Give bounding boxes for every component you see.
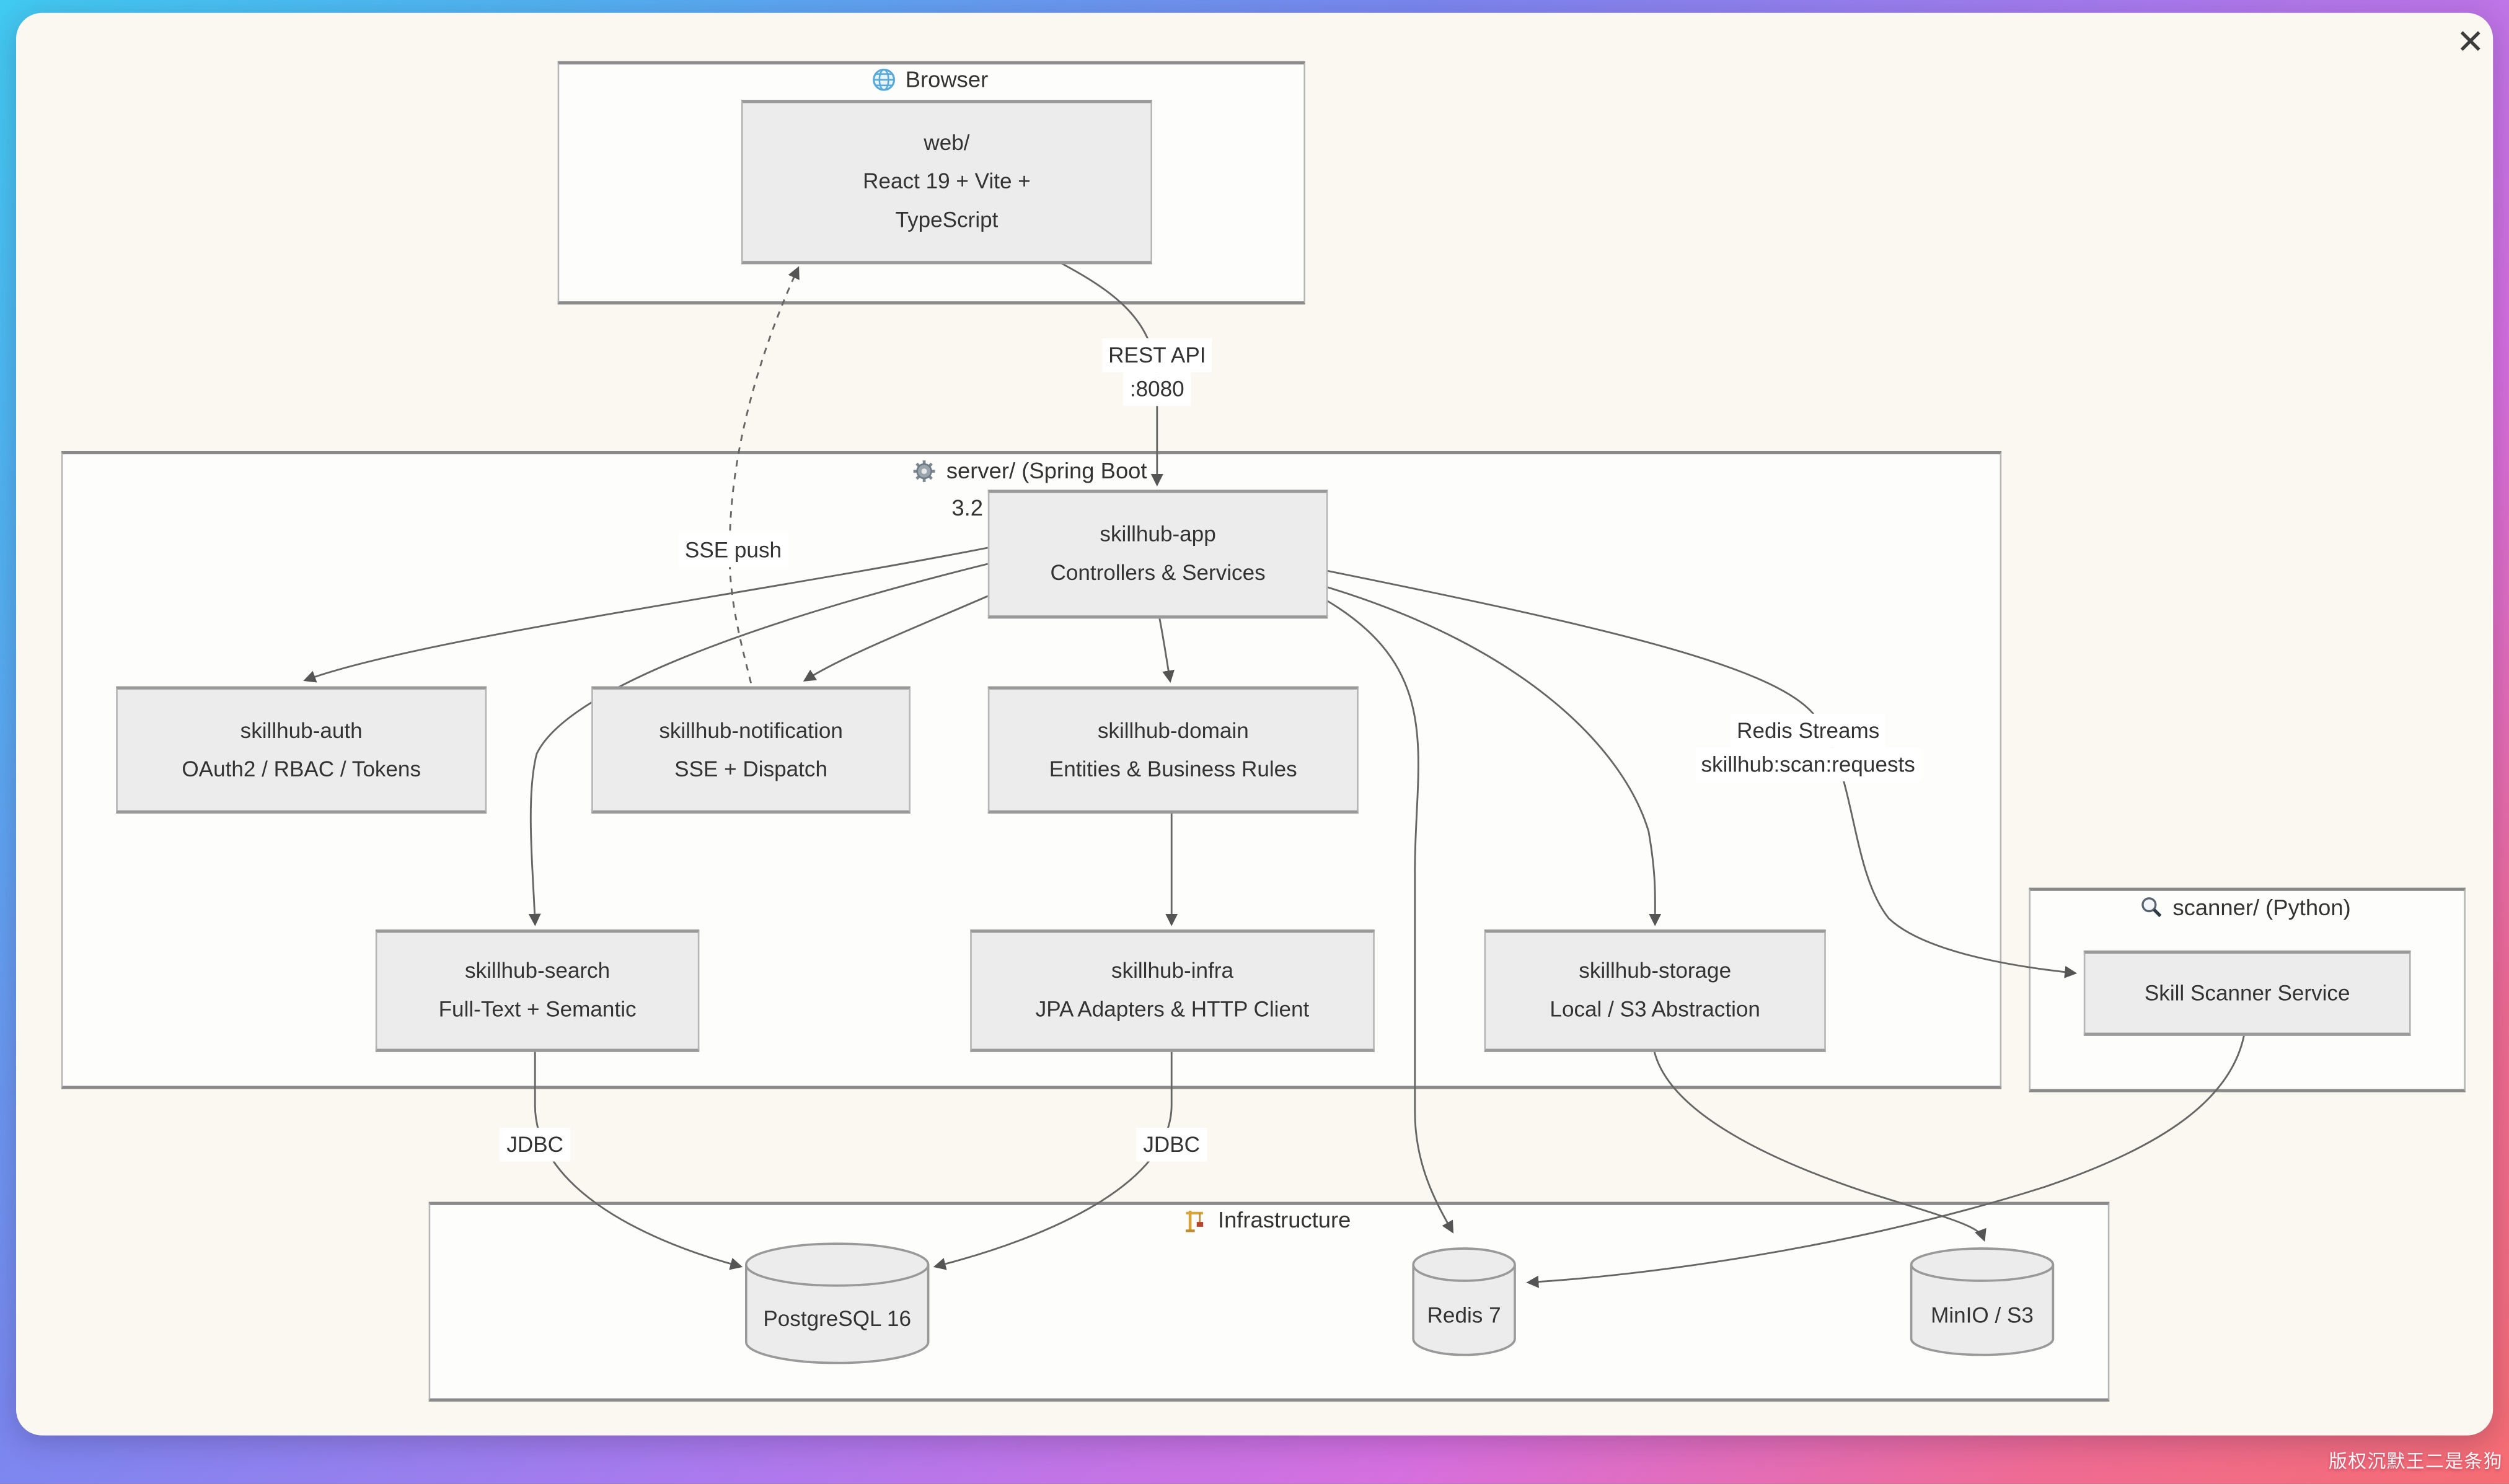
node-auth-line2: OAuth2 / RBAC / Tokens — [182, 756, 421, 781]
edge-storage-to-minio — [1652, 1047, 1986, 1242]
sse-push-label: SSE push — [678, 533, 788, 568]
node-skillhub-notification: skillhub-notification SSE + Dispatch — [591, 686, 911, 814]
edge-app-to-search — [528, 563, 989, 926]
node-app-line2: Controllers & Services — [1050, 560, 1266, 585]
node-scanner-service-line1: Skill Scanner Service — [2144, 980, 2350, 1005]
node-infra-line2: JPA Adapters & HTTP Client — [1035, 997, 1310, 1022]
node-web-line3: TypeScript — [895, 208, 999, 232]
node-auth-line1: skillhub-auth — [240, 718, 363, 742]
edge-app-to-auth — [303, 547, 989, 683]
jdbc-left-label: JDBC — [500, 1127, 570, 1162]
edge-app-to-storage — [1324, 586, 1662, 926]
redis-streams-label-line1: Redis Streams — [1730, 713, 1886, 748]
edge-label-redis-streams: Redis Streams skillhub:scan:requests — [1668, 713, 1948, 781]
db-redis-label: Redis 7 — [1427, 1304, 1501, 1328]
redis-streams-label-line2: skillhub:scan:requests — [1695, 747, 1922, 781]
rest-api-label-line1: REST API — [1101, 338, 1212, 372]
edge-scanner-service-to-redis — [1526, 1030, 2246, 1288]
edge-label-sse-push: SSE push — [666, 533, 801, 568]
node-skillhub-infra: skillhub-infra JPA Adapters & HTTP Clien… — [970, 929, 1375, 1052]
edge-notification-to-web-sse — [728, 266, 800, 683]
node-domain-line2: Entities & Business Rules — [1049, 756, 1297, 781]
node-skillhub-storage: skillhub-storage Local / S3 Abstraction — [1484, 929, 1826, 1052]
crane-icon — [1184, 1208, 1208, 1232]
edge-app-to-notification — [803, 595, 989, 682]
magnifier-icon — [2140, 896, 2163, 918]
watermark-text: 版权沉默王二是条狗 — [2328, 1453, 2503, 1473]
scanner-container-label: scanner/ (Python) — [2029, 894, 2462, 920]
globe-icon — [871, 67, 896, 91]
node-storage-line2: Local / S3 Abstraction — [1550, 997, 1760, 1022]
server-container-label-line2: 3.2 — [902, 494, 983, 520]
browser-container-label: Browser — [558, 66, 1302, 92]
node-web: web/ React 19 + Vite + TypeScript — [741, 100, 1152, 265]
gear-icon — [912, 459, 937, 483]
db-minio: MinIO / S3 — [1910, 1247, 2055, 1356]
node-skillhub-search: skillhub-search Full-Text + Semantic — [375, 929, 700, 1052]
node-skill-scanner-service: Skill Scanner Service — [2083, 951, 2411, 1036]
db-minio-label: MinIO / S3 — [1931, 1304, 2034, 1328]
node-web-line1: web/ — [924, 130, 970, 155]
edge-label-rest-api: REST API :8080 — [1069, 338, 1246, 406]
server-container-label: server/ (Spring Boot — [61, 457, 1998, 483]
close-button[interactable]: ✕ — [2446, 19, 2495, 68]
node-storage-line1: skillhub-storage — [1579, 959, 1732, 983]
scanner-container-title: scanner/ (Python) — [2172, 894, 2351, 920]
node-search-line1: skillhub-search — [465, 959, 611, 983]
node-notification-line1: skillhub-notification — [659, 718, 843, 742]
node-search-line2: Full-Text + Semantic — [438, 997, 637, 1022]
server-container-title-line2: 3.2 — [951, 494, 983, 520]
node-web-line2: React 19 + Vite + — [863, 169, 1031, 193]
edge-label-jdbc-right: JDBC — [1136, 1127, 1207, 1162]
node-skillhub-app: skillhub-app Controllers & Services — [987, 490, 1328, 619]
node-skillhub-domain: skillhub-domain Entities & Business Rule… — [987, 686, 1359, 814]
infrastructure-container-label: Infrastructure — [429, 1206, 2107, 1232]
jdbc-right-label: JDBC — [1136, 1127, 1207, 1162]
node-domain-line1: skillhub-domain — [1097, 718, 1249, 742]
edge-app-to-domain — [1157, 613, 1175, 683]
node-notification-line2: SSE + Dispatch — [674, 756, 827, 781]
edge-label-jdbc-left: JDBC — [500, 1127, 570, 1162]
node-skillhub-auth: skillhub-auth OAuth2 / RBAC / Tokens — [116, 686, 487, 814]
rest-api-label-line2: :8080 — [1123, 372, 1191, 406]
close-icon: ✕ — [2456, 24, 2485, 61]
db-postgres: PostgreSQL 16 — [744, 1242, 930, 1365]
infrastructure-container — [428, 1201, 2110, 1402]
infrastructure-container-title: Infrastructure — [1217, 1206, 1351, 1232]
db-redis: Redis 7 — [1412, 1247, 1517, 1356]
node-infra-line1: skillhub-infra — [1111, 959, 1234, 983]
server-container-title: server/ (Spring Boot — [946, 457, 1147, 483]
browser-container-title: Browser — [905, 66, 989, 92]
edge-app-to-redis — [1324, 598, 1454, 1234]
db-postgres-label: PostgreSQL 16 — [763, 1306, 912, 1330]
node-app-line1: skillhub-app — [1100, 522, 1216, 547]
